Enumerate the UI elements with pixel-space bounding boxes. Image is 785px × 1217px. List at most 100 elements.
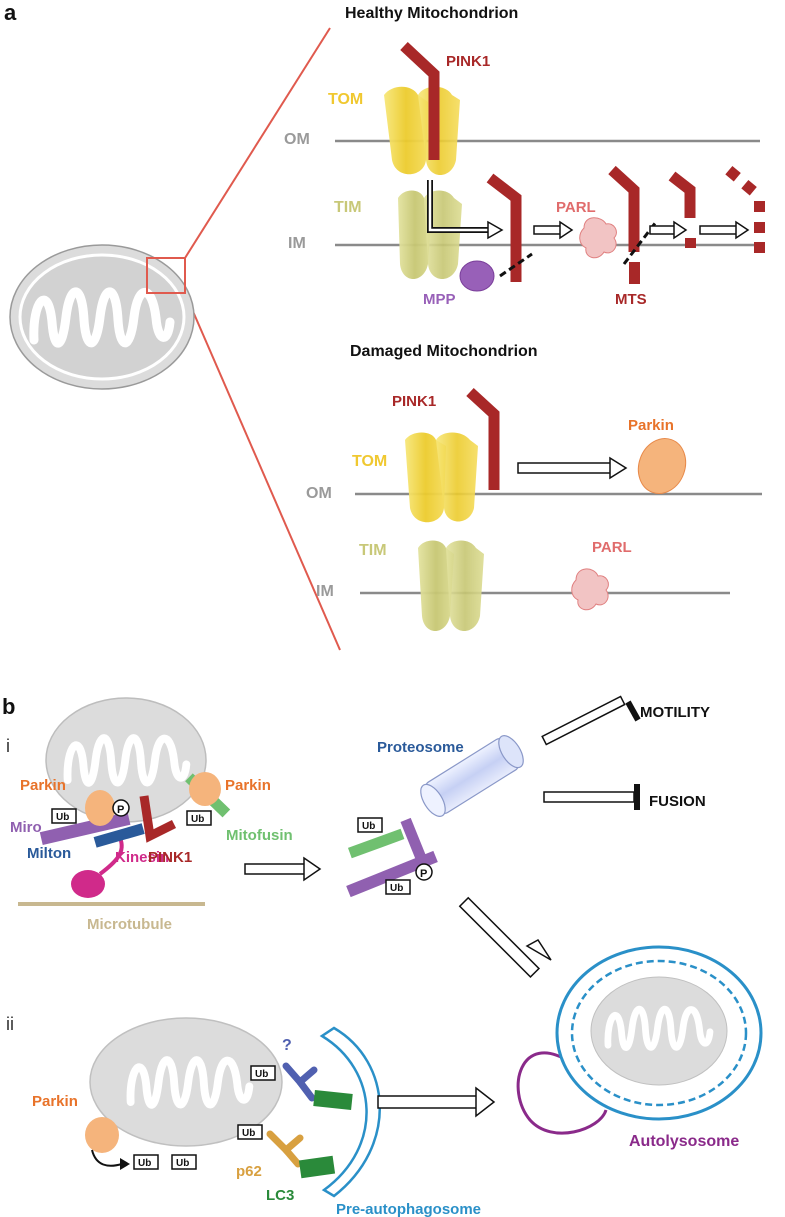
ub-text-ii-b: Ub <box>176 1158 189 1169</box>
parkin-label-i-right: Parkin <box>225 777 271 794</box>
fusion-label: FUSION <box>649 793 706 810</box>
miro-label: Miro <box>10 819 42 836</box>
pink1-label-i: PINK1 <box>148 849 192 866</box>
ub-text-ii-d: Ub <box>242 1128 255 1139</box>
recruit-parkin-arrow <box>517 456 628 480</box>
parkin-label-damaged: Parkin <box>628 417 674 434</box>
pink1-outer-membrane <box>139 795 177 843</box>
ub-text-mitofusin-substrate: Ub <box>362 821 375 832</box>
pink1-label-healthy: PINK1 <box>446 53 490 70</box>
zoom-line-top <box>184 27 331 259</box>
tom-complex-damaged <box>405 432 478 523</box>
kinesin-stalk <box>98 837 124 876</box>
parkin-ii <box>85 1117 119 1153</box>
om-label-healthy: OM <box>284 131 310 148</box>
pink1-released-tail <box>685 238 696 248</box>
pre-autophagosome-membrane <box>319 1026 381 1198</box>
inhibit-motility-arrow <box>541 695 641 746</box>
autolysosome-label: Autolysosome <box>629 1133 739 1150</box>
mitochondrion-ii <box>89 1017 283 1147</box>
import-arrow <box>427 180 504 240</box>
pink1-substrate-bar <box>400 817 433 876</box>
lc3-top <box>313 1090 353 1110</box>
inhibit-fusion-arrow <box>543 784 640 810</box>
ub-tag-mitofusin-substrate <box>357 817 383 833</box>
question-mark: ? <box>282 1037 292 1054</box>
mitofusin-label: Mitofusin <box>226 827 293 844</box>
ub-tag-i-miro <box>51 808 77 824</box>
parl-enzyme-healthy <box>579 217 617 259</box>
unknown-receptor <box>282 1062 318 1102</box>
mts-label: MTS <box>615 291 647 308</box>
ub-text-ii-a: Ub <box>138 1158 151 1169</box>
zoom-line-bottom <box>184 292 341 651</box>
kinesin-label: Kinesin <box>115 849 169 866</box>
arrow-to-proteasome <box>244 856 322 882</box>
parkin-on-mitofusin <box>189 772 221 806</box>
zoom-box <box>146 257 186 294</box>
proteasome-barrel <box>420 735 524 817</box>
milton-adaptor <box>93 823 145 848</box>
pre-autophagosome-label: Pre-autophagosome <box>336 1201 481 1217</box>
pink1-label-damaged: PINK1 <box>392 393 436 410</box>
autolysosome-mitochondrion <box>590 976 728 1086</box>
arrow-release <box>649 220 688 240</box>
mts-fragment <box>629 262 640 284</box>
pink1-degraded-fragments <box>725 165 765 253</box>
autolysosome-lysosome-arc <box>516 1051 608 1135</box>
proteasome-label: Proteosome <box>377 739 464 756</box>
mitofusin-substrate <box>347 828 405 859</box>
ub-tag-miro-substrate <box>385 879 411 895</box>
im-label-damaged: IM <box>316 583 334 600</box>
panel-b-ii: ii <box>6 1014 14 1034</box>
parkin-on-miro <box>85 790 115 826</box>
mpp-enzyme <box>459 260 495 292</box>
pink1-im-step1 <box>486 173 522 282</box>
ub-text-miro-substrate: Ub <box>390 883 403 894</box>
ub-text-i-miro: Ub <box>56 812 69 823</box>
lc3-bottom <box>298 1155 336 1179</box>
pink1-healthy-entry <box>400 41 440 160</box>
panel-b-letter: b <box>2 694 15 719</box>
mitochondrion-overview <box>9 244 195 390</box>
parl-enzyme-damaged <box>571 568 609 611</box>
tim-complex-damaged <box>418 540 484 631</box>
arrow-degradation <box>699 220 750 240</box>
parkin-damaged <box>637 438 687 494</box>
motility-label: MOTILITY <box>640 704 710 721</box>
phospho-marker-i <box>112 799 130 817</box>
im-label-healthy: IM <box>288 235 306 252</box>
parkin-label-ii: Parkin <box>32 1093 78 1110</box>
kinesin-motor <box>71 870 105 898</box>
damaged-mitochondrion-title: Damaged Mitochondrion <box>350 343 538 360</box>
parl-label-healthy: PARL <box>556 199 596 216</box>
p62-receptor <box>266 1130 304 1168</box>
tim-label-damaged: TIM <box>359 542 387 559</box>
tom-label-damaged: TOM <box>352 453 387 470</box>
pink1-released <box>668 171 696 218</box>
phospho-marker-substrate <box>415 863 433 881</box>
autolysosome-inner <box>570 959 748 1107</box>
phospho-text-substrate: P <box>420 868 427 880</box>
panel-b-i: i <box>6 736 10 756</box>
lc3-label: LC3 <box>266 1187 294 1204</box>
panel-a-letter: a <box>4 0 17 25</box>
ub-tag-ii-d <box>237 1124 263 1140</box>
parkin-label-i-left: Parkin <box>20 777 66 794</box>
mpp-label: MPP <box>423 291 456 308</box>
arrow-to-autolysosome-ii <box>377 1086 496 1118</box>
parl-label-damaged: PARL <box>592 539 632 556</box>
microtubule-label: Microtubule <box>87 916 172 933</box>
om-label-damaged: OM <box>306 485 332 502</box>
ub-text-i-mitofusin: Ub <box>191 814 204 825</box>
ubiquitination-arrowhead <box>120 1158 130 1170</box>
ubiquitination-arrow <box>91 1149 123 1167</box>
arrow-to-parl <box>533 220 574 240</box>
ub-text-ii-c: Ub <box>255 1069 268 1080</box>
mpp-cleavage-dash <box>499 252 533 278</box>
pink1-im-step2 <box>608 165 640 252</box>
phospho-text-i: P <box>117 804 124 816</box>
p62-label: p62 <box>236 1163 262 1180</box>
tom-label-healthy: TOM <box>328 91 363 108</box>
